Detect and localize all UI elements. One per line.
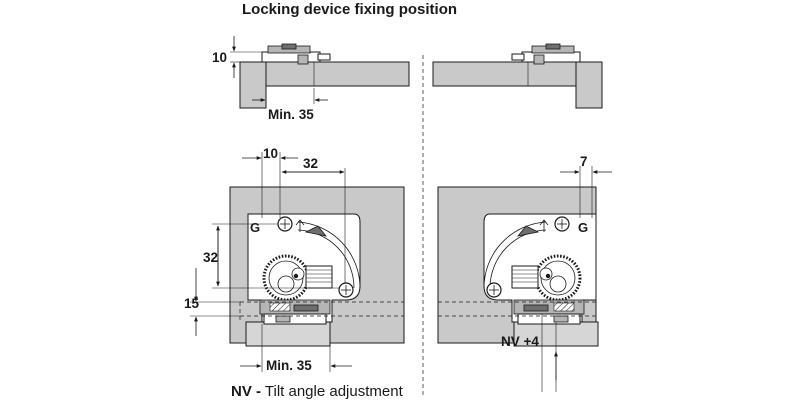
front-right-device-body	[483, 213, 597, 323]
legend-key: NV -	[231, 383, 261, 400]
front-left-screw-top-icon	[277, 216, 293, 232]
front-right-dim-7: 7	[580, 154, 588, 169]
front-view-right: G 7 NV +4	[437, 154, 612, 392]
front-right-g-marker-icon: G	[578, 220, 588, 235]
top-left-drawer-front	[265, 61, 410, 87]
front-left-dim-15: 15	[184, 296, 200, 311]
front-left-arrow-up-icon	[295, 219, 305, 232]
front-left-dim-32-side: 32	[203, 250, 218, 265]
top-right-locking-device	[511, 43, 581, 65]
top-left-cabinet-side	[239, 61, 267, 109]
top-right-cabinet-side	[575, 61, 603, 109]
top-dim-10: 10	[212, 50, 227, 65]
front-right-screw-top-icon	[554, 216, 570, 232]
front-left-dim-10: 10	[263, 146, 278, 161]
front-left-dim-min35: Min. 35	[266, 358, 312, 373]
front-right-screw-bottom-icon	[486, 282, 502, 298]
front-right-rib-block	[511, 265, 539, 289]
front-left-dim-32-top: 32	[303, 156, 318, 171]
top-dim-min35: Min. 35	[268, 107, 314, 122]
front-view-left: G 10 32	[184, 146, 405, 373]
front-left-g-marker-icon: G	[250, 220, 260, 235]
legend-text: Tilt angle adjustment	[261, 383, 404, 400]
front-right-dim-nv: NV +4	[501, 334, 539, 349]
front-right-arrow-up-icon	[539, 219, 549, 232]
diagram-title: Locking device fixing position	[242, 1, 457, 18]
front-left-screw-bottom-icon	[338, 282, 354, 298]
top-right-drawer-front	[432, 61, 577, 87]
front-left-rib-block	[305, 265, 333, 289]
top-left-locking-device	[261, 43, 331, 65]
legend: NV - Tilt angle adjustment	[231, 383, 404, 400]
top-view-left: 10 Min. 35	[212, 36, 410, 122]
top-view-right	[432, 43, 603, 109]
